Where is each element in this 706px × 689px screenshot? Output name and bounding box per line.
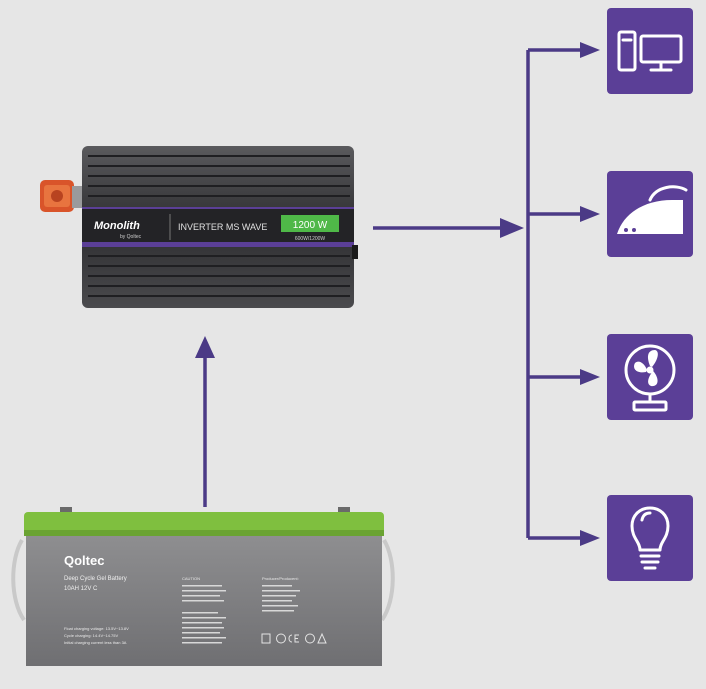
battery-spec-line-2: Cycle charging: 14.4V~14.75V xyxy=(64,633,118,638)
branch-fan-arrowhead xyxy=(580,369,600,385)
battery-producer-title: Producer/Producent: xyxy=(262,576,299,581)
battery-spec-line-3: Initial charging current less than 3A xyxy=(64,640,127,645)
device-fan xyxy=(607,334,693,420)
inverter-device: Monolith by Qoltec INVERTER MS WAVE 1200… xyxy=(40,146,358,308)
computer-icon xyxy=(617,30,683,72)
flow-arrows xyxy=(195,42,600,546)
battery-caution-title: CAUTION xyxy=(182,576,200,581)
computer-tile xyxy=(607,8,693,94)
bulb-tile xyxy=(607,495,693,581)
battery-cert-marks xyxy=(261,632,327,644)
branch-bulb-arrowhead xyxy=(580,530,600,546)
device-bulb xyxy=(607,495,693,581)
light-bulb-icon xyxy=(630,506,670,570)
battery-caution-lines xyxy=(182,585,226,644)
inverter-power-display xyxy=(281,215,339,232)
device-iron xyxy=(607,171,693,257)
battery-capacity: 10AH 12V C xyxy=(64,586,98,592)
branch-iron-arrowhead xyxy=(580,206,600,222)
inverter-to-bus-arrowhead xyxy=(500,218,524,238)
battery-device: Qoltec Deep Cycle Gel Battery 10AH 12V C… xyxy=(11,507,395,666)
fan-icon xyxy=(624,344,676,412)
inverter-brand: Monolith xyxy=(94,220,140,232)
inverter-fins xyxy=(88,155,350,297)
device-computer xyxy=(607,8,693,94)
iron-icon xyxy=(617,185,688,234)
battery-spec-line-1: Float charging voltage: 13.5V~13.8V xyxy=(64,626,129,631)
battery-type: Deep Cycle Gel Battery xyxy=(64,576,127,582)
battery-to-inverter-arrowhead xyxy=(195,336,215,358)
battery-brand: Qoltec xyxy=(64,553,104,568)
battery-producer-lines xyxy=(262,585,300,612)
branch-computer-arrowhead xyxy=(580,42,600,58)
inverter-brand-sub: by Qoltec xyxy=(120,234,142,240)
inverter-model-label: INVERTER MS WAVE xyxy=(178,222,267,232)
inverter-power-value: 1200 W xyxy=(293,220,328,231)
inverter-power-sub: 600W/1200W xyxy=(295,236,326,242)
